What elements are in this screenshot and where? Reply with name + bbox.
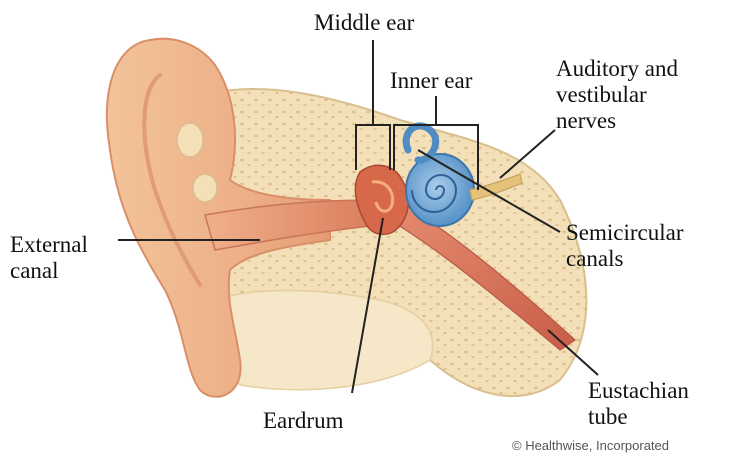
cartilage-blob-upper <box>177 123 203 157</box>
cochlea-shape <box>406 154 474 226</box>
label-eardrum: Eardrum <box>263 408 343 434</box>
label-auditory-nerves: Auditory and vestibular nerves <box>556 56 678 134</box>
label-semicircular-canals: Semicircular canals <box>566 220 684 272</box>
copyright-credit: © Healthwise, Incorporated <box>512 438 669 453</box>
cartilage-blob-lower <box>193 174 217 202</box>
label-middle-ear: Middle ear <box>314 10 414 36</box>
label-inner-ear: Inner ear <box>390 68 472 94</box>
label-external-canal: External canal <box>10 232 88 284</box>
label-eustachian-tube: Eustachian tube <box>588 378 689 430</box>
